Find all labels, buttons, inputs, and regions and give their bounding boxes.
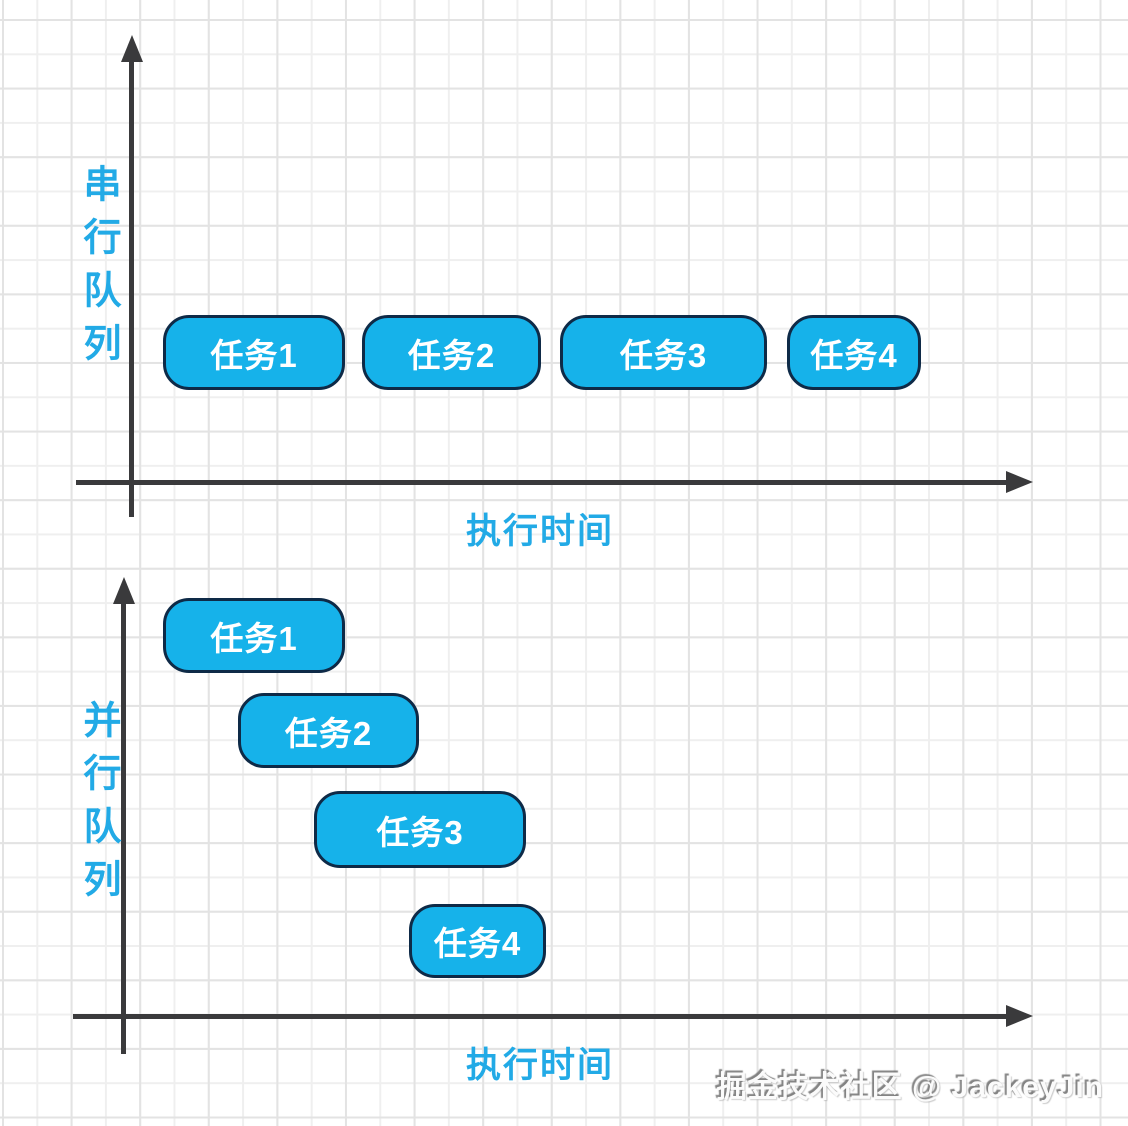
parallel-x-axis-line — [73, 1014, 1006, 1019]
serial-y-axis-label: 串行队列 — [77, 164, 119, 376]
serial-task-box-1: 任务1 — [163, 315, 345, 390]
parallel-task-box-1: 任务1 — [163, 598, 345, 673]
parallel-task-box-2: 任务2 — [238, 693, 419, 768]
parallel-y-axis-label: 并行队列 — [77, 700, 119, 912]
serial-x-axis-arrow-icon — [1006, 471, 1033, 493]
parallel-y-axis-arrow-icon — [113, 577, 135, 604]
parallel-task-box-4: 任务4 — [409, 904, 546, 978]
serial-task-box-2: 任务2 — [362, 315, 541, 390]
serial-x-axis-line — [76, 480, 1008, 485]
parallel-x-axis-label: 执行时间 — [465, 1046, 614, 1085]
watermark: 掘金技术社区 @ JackeyJin — [716, 1071, 1104, 1104]
serial-y-axis-arrow-icon — [121, 35, 143, 62]
parallel-x-axis-arrow-icon — [1006, 1005, 1033, 1027]
serial-y-axis-line — [129, 58, 134, 517]
parallel-y-axis-line — [121, 600, 126, 1054]
serial-task-box-4: 任务4 — [787, 315, 921, 390]
serial-x-axis-label: 执行时间 — [465, 512, 614, 551]
serial-task-box-3: 任务3 — [560, 315, 767, 390]
parallel-task-box-3: 任务3 — [314, 791, 526, 868]
